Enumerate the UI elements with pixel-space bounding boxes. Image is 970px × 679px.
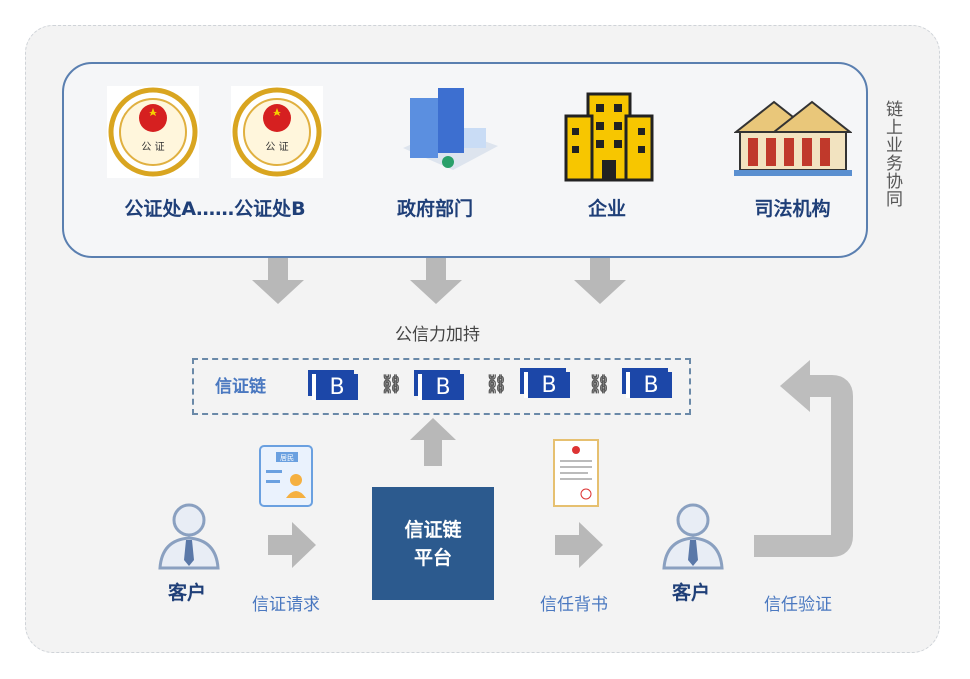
svg-text:居民: 居民 [280,454,294,462]
id-card-icon: 居民 [259,445,313,507]
enterprise-building-icon [564,92,654,182]
svg-text:公 证: 公 证 [141,141,164,153]
request-label: 信证请求 [252,595,320,615]
org-label-government: 政府部门 [396,198,473,220]
certificate-icon [553,439,599,507]
side-label: 链上业务协同 [882,100,902,208]
link-icon: ⛓ [588,374,611,395]
block-icon: B [312,374,358,400]
down-arrow-icon [410,258,462,304]
down-arrow-icon [574,258,626,304]
right-arrow-icon [268,522,316,568]
endorse-label: 信任背书 [540,595,608,615]
org-label-enterprise: 企业 [587,198,626,220]
customer-left-label: 客户 [168,582,207,604]
down-arrows [252,258,626,304]
block-icon: B [418,374,464,400]
down-arrow-icon [252,258,304,304]
org-label-notary: 公证处A……公证处B [124,198,306,220]
customer-icon [158,503,220,570]
org-label-judicial: 司法机构 [754,198,831,220]
block-icon: B [626,372,672,398]
chain-label: 信证链 [215,377,266,397]
notary-seal-icon: 公 证 [231,86,323,178]
notary-seal-icon: 公 证 [107,86,199,178]
government-building-icon [403,88,498,170]
link-icon: ⛓ [485,374,508,395]
chain-box [192,358,691,415]
customer-right-label: 客户 [672,582,711,604]
up-arrow-icon [410,418,456,466]
judicial-building-icon [734,100,852,176]
svg-text:公 证: 公 证 [265,141,288,153]
platform-title-line1: 信证链 [404,518,462,541]
block-icon: B [524,372,570,398]
right-arrow-icon [555,522,603,568]
customer-icon [662,503,724,570]
link-icon: ⛓ [380,374,403,395]
credit-label: 公信力加持 [395,325,480,345]
platform-title-line2: 平台 [413,546,452,569]
verify-label: 信任验证 [764,595,832,615]
platform-box: 信证链平台 [372,487,494,600]
return-arrow-icon [754,360,853,557]
